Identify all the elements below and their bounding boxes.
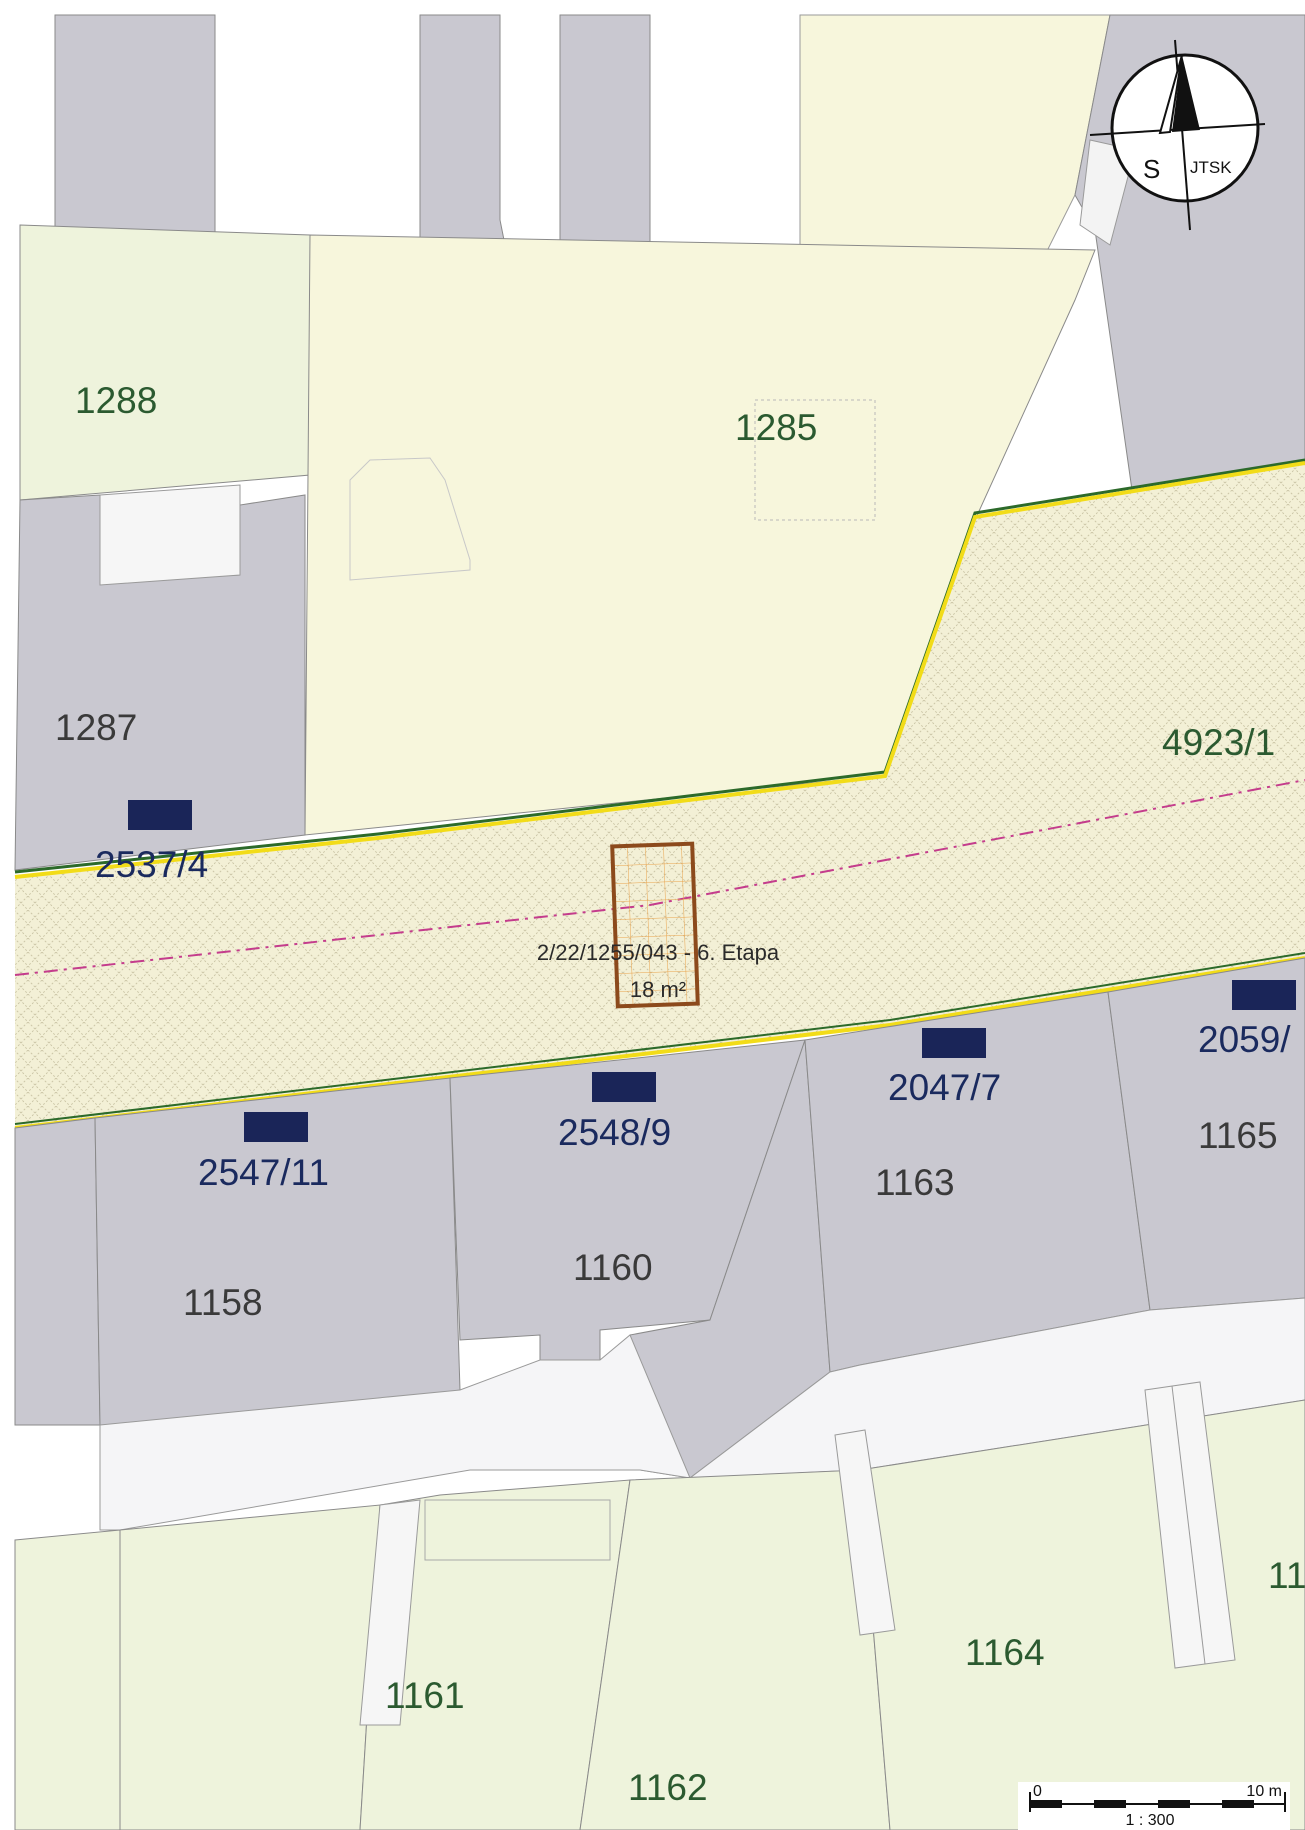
marker-2537-4	[128, 800, 192, 830]
scale-bar-seg-4	[1222, 1800, 1254, 1808]
parcel-1162[interactable]	[579, 1469, 891, 1830]
ladder-middle	[834, 1429, 896, 1636]
scale-bar-ratio-label: 1 : 300	[1126, 1812, 1175, 1829]
scale-bar-seg-3	[1158, 1800, 1190, 1808]
north-arrow: S JTSK	[1089, 39, 1266, 231]
path-1161	[359, 1499, 421, 1726]
building-far-left	[14, 1117, 101, 1426]
parcel-label-1162: 1162	[628, 1767, 708, 1808]
compass-needle-left-icon	[1158, 54, 1183, 135]
shed-1161	[424, 1499, 611, 1561]
parcel-label-1285: 1285	[735, 407, 817, 448]
parcel-label-2537-4: 2537/4	[95, 844, 208, 885]
parcel-label-11: 11	[1268, 1555, 1305, 1596]
parcel-1165[interactable]	[1107, 957, 1305, 1311]
parcel-label-1164: 1164	[965, 1632, 1045, 1673]
parcel-label-1161: 1161	[385, 1675, 465, 1716]
parcel-label-4923-1: 4923/1	[1162, 722, 1275, 763]
ladder-right-rail	[1171, 1385, 1206, 1665]
parcel-label-1158: 1158	[183, 1282, 263, 1323]
parcel-label-2047-7: 2047/7	[888, 1067, 1001, 1108]
scale-bar-seg-2	[1094, 1800, 1126, 1808]
parcel-label-1160: 1160	[573, 1247, 653, 1288]
project-id-label: 2/22/1255/043 - 6. Etapa	[537, 940, 780, 965]
parcel-label-1163: 1163	[875, 1162, 955, 1203]
road-edge-south-green	[14, 952, 1305, 1125]
parcel-label-1165: 1165	[1198, 1115, 1278, 1156]
project-area[interactable]	[610, 841, 700, 1009]
ladder-right	[1144, 1381, 1236, 1669]
compass-system: JTSK	[1190, 158, 1232, 177]
marker-2548-9	[592, 1072, 656, 1102]
garden-far-left	[14, 1529, 121, 1830]
road-hatch	[15, 463, 1305, 1128]
marker-2059	[1232, 980, 1296, 1010]
road-edge-north	[14, 461, 1305, 879]
scale-bar-seg-1	[1030, 1800, 1062, 1808]
parcel-label-2547-11: 2547/11	[198, 1152, 329, 1193]
parcel-1288[interactable]	[19, 224, 311, 501]
marker-2547-11	[244, 1112, 308, 1142]
yard-top-right	[799, 14, 1111, 266]
building-top-mid2	[559, 14, 651, 251]
structure-square-1285	[754, 399, 876, 521]
passage-strip	[99, 1297, 1305, 1531]
building-top-mid	[419, 14, 506, 246]
parcel-label-2059: 2059/	[1198, 1019, 1291, 1060]
parcel-label-1288: 1288	[75, 380, 157, 421]
project-area-label: 18 m²	[630, 977, 686, 1002]
marker-2047-7	[922, 1028, 986, 1058]
building-top-left	[54, 14, 216, 236]
structure-outline-1285	[349, 457, 471, 581]
parcel-label-2548-9: 2548/9	[558, 1112, 671, 1153]
scale-bar-end-label: 10 m	[1246, 1783, 1282, 1800]
compass-letter: S	[1143, 154, 1160, 184]
courtyard-1287	[99, 484, 241, 586]
compass-needle-right-icon	[1172, 55, 1200, 132]
garden-left	[119, 1504, 381, 1830]
parcel-label-1287: 1287	[55, 707, 137, 748]
scale-bar: 0 10 m 1 : 300	[1018, 1782, 1290, 1830]
parcel-1164[interactable]	[859, 1399, 1305, 1830]
scale-bar-start-label: 0	[1033, 1783, 1042, 1800]
